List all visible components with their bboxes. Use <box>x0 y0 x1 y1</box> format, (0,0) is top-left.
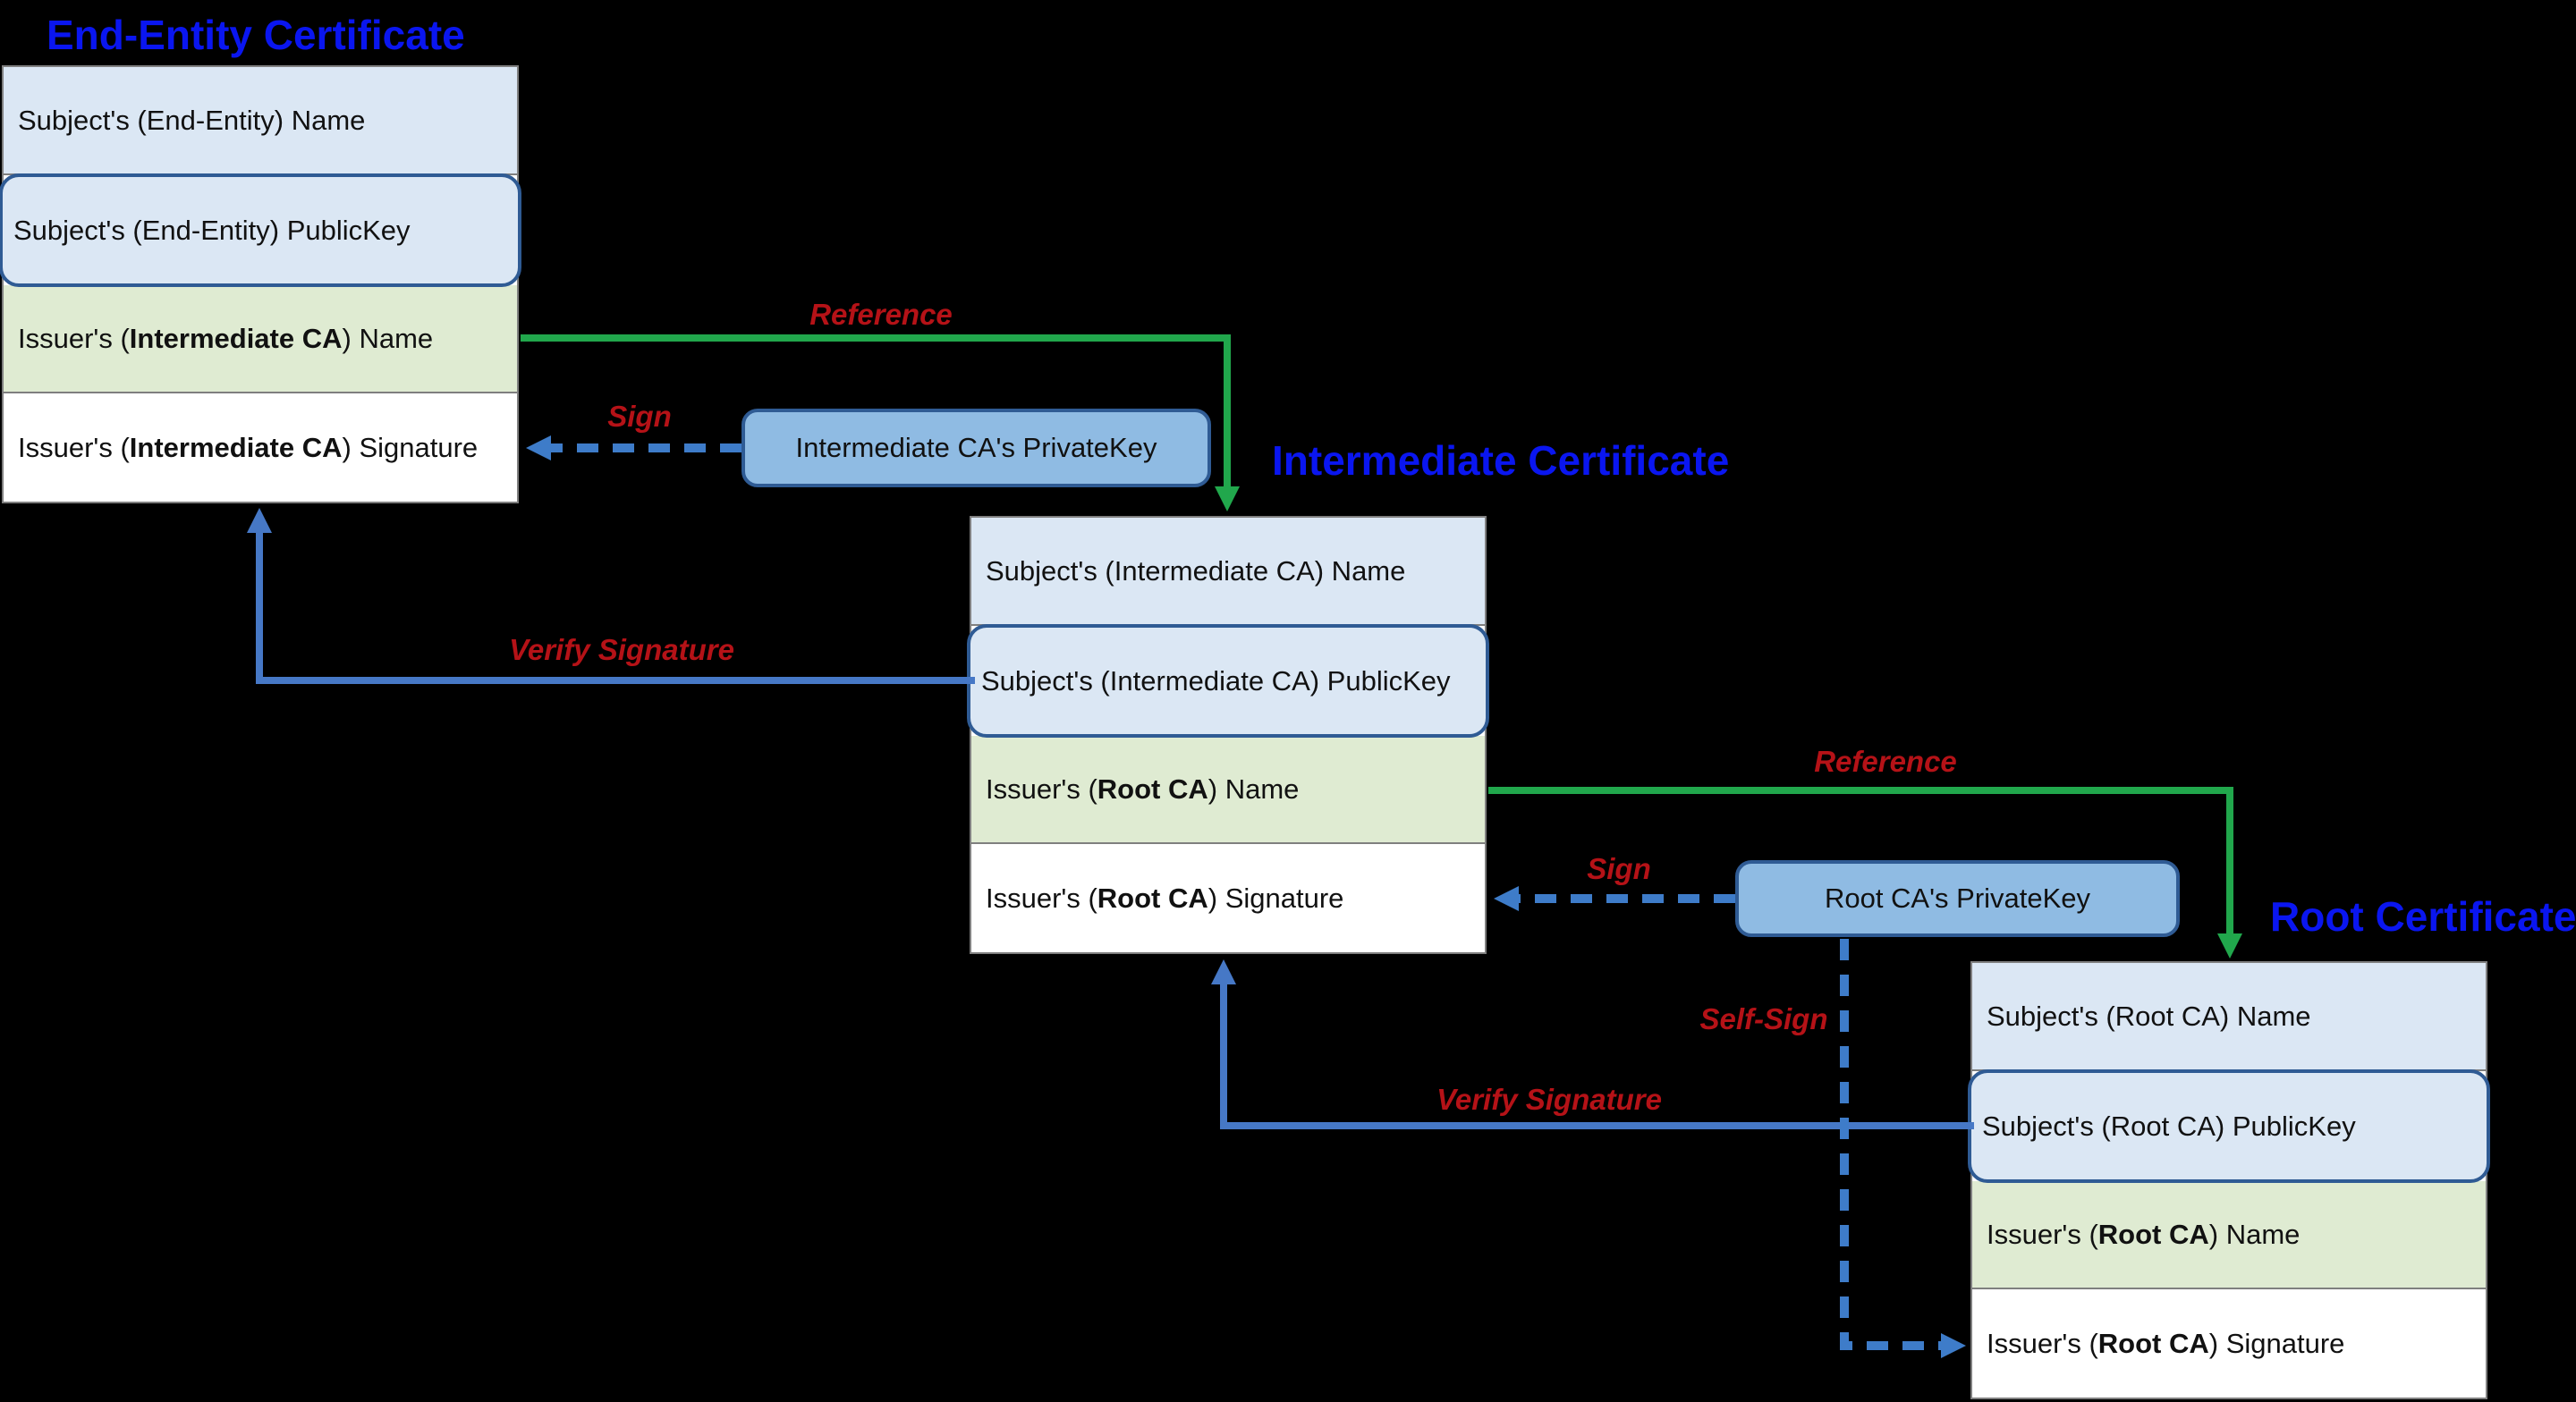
self-sign-arrow <box>1840 939 1966 1358</box>
reference-label-2: Reference <box>1814 745 1957 778</box>
privatekey-label: Intermediate CA's PrivateKey <box>795 432 1157 463</box>
sign-label-2: Sign <box>1587 852 1651 885</box>
intermediate-ca-privatekey-box: Intermediate CA's PrivateKey <box>741 409 1211 487</box>
end-entity-subject-name-row: Subject's (End-Entity) Name <box>4 67 517 175</box>
row-label-bold: Root CA <box>2097 1327 2209 1359</box>
row-label: ) Name <box>1208 773 1300 805</box>
row-label: Subject's (End-Entity) PublicKey <box>13 214 411 246</box>
verify-signature-label-2: Verify Signature <box>1436 1083 1662 1116</box>
intermediate-issuer-signature-row: Issuer's (Root CA) Signature <box>971 844 1485 952</box>
verify-signature-label-1: Verify Signature <box>509 633 734 666</box>
root-issuer-name-row: Issuer's (Root CA) Name <box>1972 1181 2486 1289</box>
privatekey-label: Root CA's PrivateKey <box>1824 883 2091 914</box>
row-label: Issuer's ( <box>986 773 1097 805</box>
intermediate-subject-publickey-row: Subject's (Intermediate CA) PublicKey <box>967 624 1489 738</box>
intermediate-issuer-name-row: Issuer's (Root CA) Name <box>971 736 1485 844</box>
row-label-bold: Intermediate CA <box>129 431 343 463</box>
row-label: Issuer's ( <box>986 882 1097 914</box>
root-certificate: Subject's (Root CA) Name Subject's (Root… <box>1968 961 2490 1399</box>
reference-label-1: Reference <box>809 298 953 331</box>
row-label: Subject's (End-Entity) Name <box>18 104 366 136</box>
row-label: ) Name <box>2208 1218 2301 1250</box>
row-label: Issuer's ( <box>1987 1327 2098 1359</box>
row-label: ) Name <box>342 322 434 354</box>
root-certificate-title: Root Certificate <box>2270 893 2576 940</box>
row-label: Issuer's ( <box>18 431 130 463</box>
row-label: ) Signature <box>2208 1327 2345 1359</box>
end-entity-subject-publickey-row: Subject's (End-Entity) PublicKey <box>0 173 521 287</box>
end-entity-issuer-signature-row: Issuer's (Intermediate CA) Signature <box>4 393 517 502</box>
sign-label-1: Sign <box>607 400 672 433</box>
root-subject-publickey-row: Subject's (Root CA) PublicKey <box>1968 1069 2490 1183</box>
row-label-bold: Root CA <box>2097 1218 2209 1250</box>
self-sign-label: Self-Sign <box>1699 1002 1828 1035</box>
row-label: Subject's (Intermediate CA) PublicKey <box>981 664 1451 697</box>
row-label-bold: Root CA <box>1097 882 1208 914</box>
row-label: Subject's (Intermediate CA) Name <box>986 554 1406 587</box>
end-entity-certificate-title: End-Entity Certificate <box>47 12 465 58</box>
row-label-bold: Root CA <box>1097 773 1208 805</box>
root-subject-name-row: Subject's (Root CA) Name <box>1972 963 2486 1071</box>
row-label: Subject's (Root CA) PublicKey <box>1982 1110 2356 1142</box>
row-label: Subject's (Root CA) Name <box>1987 1000 2311 1032</box>
row-label: ) Signature <box>1208 882 1344 914</box>
intermediate-subject-name-row: Subject's (Intermediate CA) Name <box>971 518 1485 626</box>
root-ca-privatekey-box: Root CA's PrivateKey <box>1735 860 2180 937</box>
row-label: ) Signature <box>342 431 479 463</box>
row-label: Issuer's ( <box>18 322 130 354</box>
intermediate-certificate-title: Intermediate Certificate <box>1272 437 1730 484</box>
row-label-bold: Intermediate CA <box>129 322 343 354</box>
intermediate-certificate: Subject's (Intermediate CA) Name Subject… <box>967 516 1489 954</box>
row-label: Issuer's ( <box>1987 1218 2098 1250</box>
end-entity-issuer-name-row: Issuer's (Intermediate CA) Name <box>4 285 517 393</box>
end-entity-certificate: Subject's (End-Entity) Name Subject's (E… <box>0 65 521 503</box>
root-issuer-signature-row: Issuer's (Root CA) Signature <box>1972 1289 2486 1398</box>
